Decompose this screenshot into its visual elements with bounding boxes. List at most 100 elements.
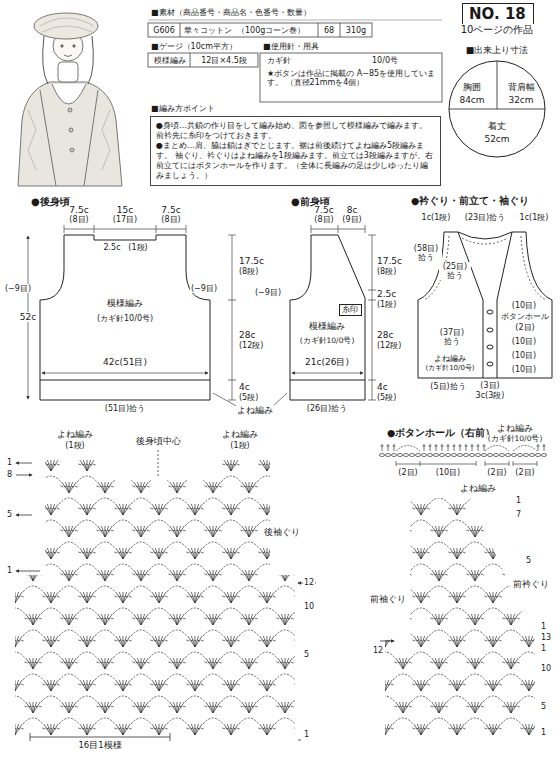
stitch-mark	[471, 444, 474, 451]
dimension-label: (1段)	[376, 300, 397, 309]
row-number: 1	[6, 458, 13, 467]
dimension-label: 7.5c	[313, 205, 334, 215]
row-number: 1	[515, 496, 522, 505]
dimension-label: (−9目)	[4, 284, 32, 293]
dimension-label: (25目) 拾う	[439, 262, 471, 280]
fan-row	[0, 592, 312, 603]
chain-stitch	[469, 454, 474, 457]
chain-row	[0, 586, 331, 592]
chain-row	[357, 674, 560, 680]
dimension-label: 1c(1段)	[519, 213, 550, 222]
chart-label: ボタンホール	[500, 313, 550, 322]
dimension-label: 17.5c	[376, 256, 403, 266]
dimension-label: (17目)	[112, 215, 138, 224]
chain-stitch	[421, 454, 426, 457]
dimension-label: 7.5c	[160, 205, 181, 215]
chain-row	[357, 498, 560, 504]
fan-row	[0, 438, 330, 449]
chain-stitch	[541, 454, 546, 457]
size-value: 32cm	[508, 95, 533, 106]
dimension-label: 52c	[19, 312, 37, 322]
dimension-label: (26目)拾う	[306, 404, 348, 413]
fan-row	[0, 504, 312, 515]
notes-box: ●身頃…共鎖の作り目をして編み始め、図を参照して模様編みで編みます。 前衿先に糸…	[150, 116, 441, 186]
chain-row	[375, 608, 560, 614]
fan-row	[0, 570, 330, 581]
dimension-label: 2.5c	[102, 243, 121, 252]
chain-stitch	[481, 454, 486, 457]
chain-stitch	[499, 454, 504, 457]
chain-row	[0, 718, 331, 724]
table-cell: 68	[323, 26, 335, 35]
chain-stitch	[409, 454, 414, 457]
fan-row	[358, 702, 555, 713]
chain-stitch	[403, 454, 408, 457]
dimension-label: (1段)	[127, 243, 148, 252]
dimension-label: (51目)拾う	[104, 404, 146, 413]
dimension-label: (10目)	[511, 337, 537, 346]
fan-row	[0, 482, 330, 493]
fan-row	[358, 526, 555, 537]
chart-label: (1段)	[229, 441, 250, 450]
stitch-mark	[441, 444, 444, 451]
dimension-label: (8段)	[376, 267, 397, 276]
dimension-label: (8段)	[238, 267, 259, 276]
node-text: ●まとめ…肩、脇は鎖はぎでとじます。裾は前後続けてよね編み5段編みます。 袖ぐり…	[156, 141, 435, 181]
number-box: NO. 18	[462, 3, 534, 26]
chart-label: 後袖ぐり	[263, 528, 301, 538]
chain-stitch	[511, 454, 516, 457]
dimension-label: 28c	[238, 330, 256, 340]
chart-label: 後身頃中心	[135, 437, 182, 447]
node-text: 糸印	[342, 305, 359, 314]
row-number: 1	[303, 730, 310, 739]
chain-row	[5, 520, 349, 526]
dimension-label: (23目)拾う	[464, 213, 506, 222]
dimension-label: (2目)	[514, 468, 535, 477]
node-text: ●身頃…共鎖の作り目をして編み始め、図を参照して模様編みで編みます。 前衿先に糸…	[156, 121, 435, 141]
chain-stitch	[529, 454, 534, 457]
chain-stitch	[385, 454, 390, 457]
size-value: 背肩幅	[508, 82, 535, 93]
chain-stitch	[523, 454, 528, 457]
table-cell: 310g	[345, 26, 367, 35]
chain-row	[5, 564, 349, 570]
dimension-label: 15c	[116, 205, 134, 215]
fan-row	[358, 614, 555, 625]
heading: ■素材（商品番号・商品名・色番号・数量）	[150, 8, 312, 17]
dimension-label: (3目)	[479, 381, 500, 390]
stitch-mark	[429, 444, 432, 451]
row-number: 5	[540, 702, 547, 711]
stitch-mark	[543, 444, 546, 451]
dimension-label: (5目)拾う	[429, 382, 466, 391]
table-cell: 10/0号	[371, 56, 399, 65]
row-number: 12	[303, 578, 315, 587]
chart-label: よね編み	[56, 430, 94, 440]
fan-row	[340, 504, 560, 515]
dimension-label: (12段)	[238, 341, 264, 350]
stitch-mark	[447, 444, 450, 451]
stitch-mark	[483, 444, 486, 451]
chart-label: 模様編み	[106, 298, 144, 308]
back-schematic	[40, 235, 210, 400]
row-number: 1	[6, 566, 13, 575]
fan-row	[0, 636, 312, 647]
dimension-label: 28c	[376, 330, 394, 340]
chain-stitch	[493, 454, 498, 457]
stitch-mark	[465, 444, 468, 451]
chart-label: よね編み	[459, 484, 497, 494]
size-value: 胸囲	[463, 82, 481, 93]
chain-stitch	[391, 454, 396, 457]
dimension-label: (8目)	[313, 215, 334, 224]
buttonhole-brackets	[396, 461, 537, 466]
stitch-pattern	[340, 476, 560, 735]
stitch-charts	[0, 432, 560, 735]
table-cell: （100gコーン巻）	[236, 26, 306, 35]
heading: ●ボタンホール（右前）	[386, 428, 496, 439]
chart-leaders	[16, 450, 394, 741]
dimension-label: (12段)	[376, 341, 402, 350]
chart-label: よね編み	[496, 424, 534, 434]
chain-stitch	[517, 454, 522, 457]
dimension-label: 3c(3段)	[475, 391, 506, 400]
row-number: 7	[515, 510, 522, 519]
chain-row	[0, 674, 331, 680]
